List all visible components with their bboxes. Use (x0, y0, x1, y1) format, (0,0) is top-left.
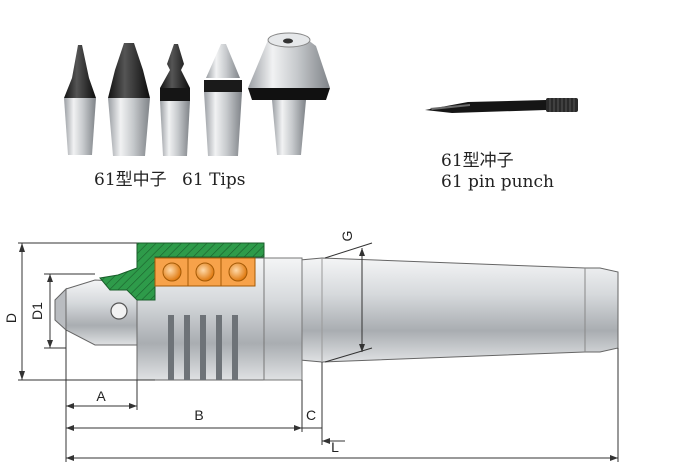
pin-punch (425, 98, 578, 113)
tip-1 (64, 45, 96, 155)
dim-G-label: G (339, 231, 355, 242)
tip-5 (248, 32, 330, 155)
section-hatch (99, 242, 265, 301)
bearing (154, 257, 256, 287)
dim-C-label: C (306, 407, 316, 423)
seal-ring (110, 302, 128, 320)
dimension-arrows (19, 243, 618, 461)
tip-4 (204, 44, 242, 156)
grip-grooves (168, 315, 238, 380)
tip-3 (160, 44, 190, 156)
tips-caption-cn: 61型中子 (94, 170, 167, 190)
dim-A-label: A (96, 388, 106, 404)
punch-caption-cn: 61型冲子 (441, 151, 514, 171)
rotating-tip (54, 279, 138, 346)
morse-taper (299, 257, 619, 363)
dim-L-label: L (331, 439, 339, 455)
tips-caption: 61型中子 61 Tips (94, 165, 245, 190)
dimension-lines (18, 242, 619, 462)
dim-D-label: D (3, 313, 19, 323)
tip-2 (108, 43, 150, 156)
punch-caption-en: 61 pin punch (441, 172, 554, 192)
dim-B-label: B (194, 407, 203, 423)
tips-caption-en: 61 Tips (182, 170, 246, 190)
dim-D1-label: D1 (29, 302, 45, 320)
